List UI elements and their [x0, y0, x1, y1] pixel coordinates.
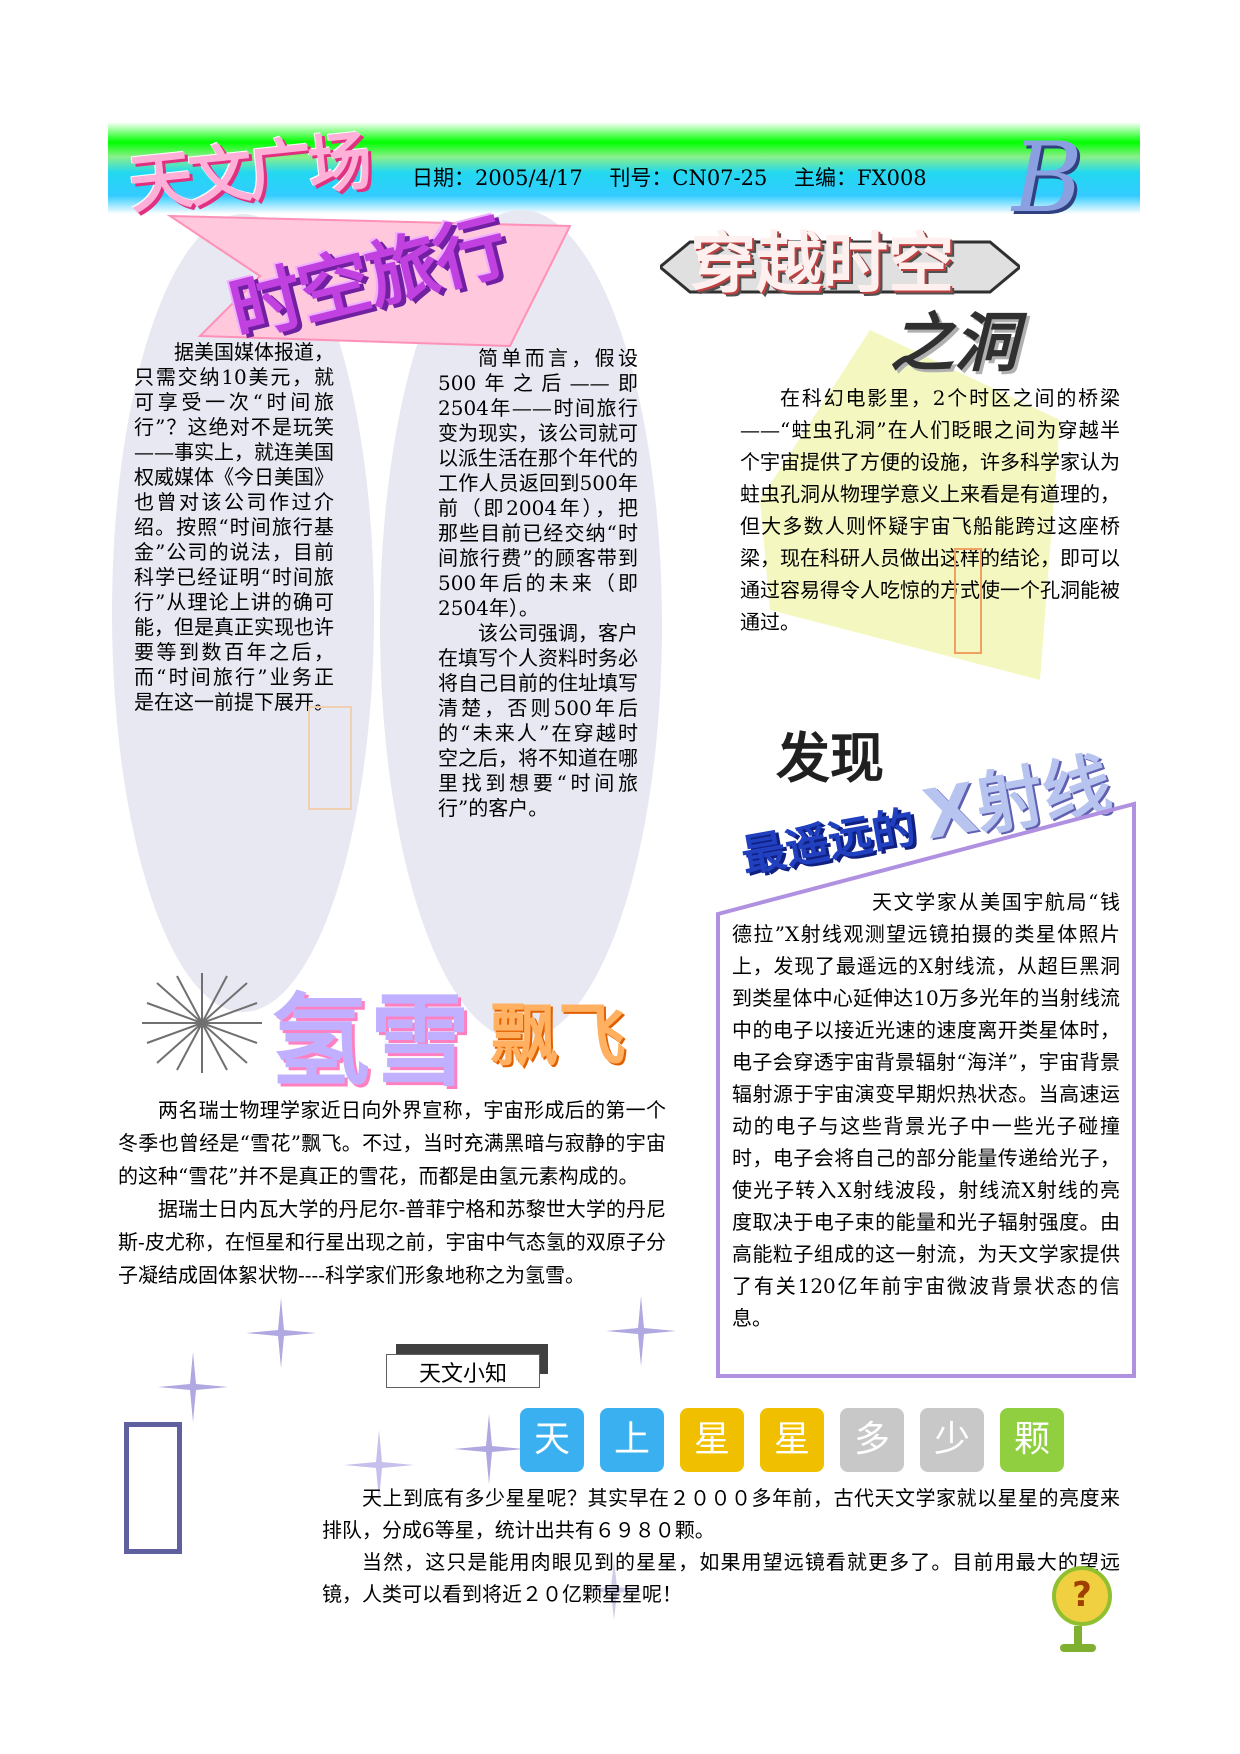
- sparkle-star-icon: [606, 1296, 676, 1366]
- star-title-char: 少: [920, 1408, 984, 1472]
- header-info: 日期：2005/4/17 刊号：CN07-25 主编：FX008: [412, 166, 927, 190]
- article4-title-side: 飘飞: [490, 997, 627, 1076]
- star-title-char: 星: [760, 1408, 824, 1472]
- yellow-shape: [760, 330, 1060, 680]
- sparkle-star-icon: [584, 1560, 644, 1620]
- oval-left: [112, 214, 374, 1012]
- question-base-icon: [1060, 1644, 1096, 1652]
- article3-body: 天文学家从美国宇航局“钱德拉”X射线观测望远镜拍摄的类星体照片上，发现了最遥远的…: [732, 890, 1120, 1330]
- pink-ribbon-shape: [166, 214, 572, 348]
- star-title-row: 天 上 星 星 多 少 颗: [520, 1408, 1064, 1478]
- question-mark-glyph: ?: [1072, 1575, 1092, 1615]
- question-stand-icon: [1074, 1626, 1082, 1646]
- article4-body: 两名瑞士物理学家近日向外界宣称，宇宙形成后的第一个冬季也曾经是“雪花”飘飞。不过…: [118, 1098, 666, 1287]
- article2-title-line2: 之洞: [890, 307, 1018, 381]
- article5-body: 天上到底有多少星星呢？其实早在２０００多年前，古代天文学家就以星星的亮度来排队，…: [322, 1486, 1120, 1606]
- oval-middle: [380, 210, 662, 1040]
- article1-column1: 据美国媒体报道，只需交纳10美元，就可享受一次“时间旅行”？这绝对不是玩笑——事…: [134, 340, 334, 714]
- burst-icon: [142, 973, 262, 1073]
- question-mark-icon: ?: [1052, 1566, 1112, 1626]
- sparkle-star-icon: [454, 1414, 524, 1484]
- star-title-char: 颗: [1000, 1408, 1064, 1472]
- header-gradient-bar: [108, 122, 1140, 214]
- star-title-char: 多: [840, 1408, 904, 1472]
- star-title-char: 星: [680, 1408, 744, 1472]
- decorative-frame-icon: [124, 1422, 182, 1554]
- star-title-char: 上: [600, 1408, 664, 1472]
- sparkle-star-icon: [246, 1298, 316, 1368]
- article2-title-line1: 穿越时空: [690, 225, 954, 302]
- decorative-bracket-icon: [308, 706, 352, 810]
- article3-title-top: 发现: [776, 727, 884, 790]
- star-title-char: 天: [520, 1408, 584, 1472]
- issue-letter: B: [1012, 122, 1083, 234]
- xray-frame: [716, 801, 1136, 1378]
- sparkle-star-icon: [344, 1430, 414, 1500]
- decorative-bracket-icon: [954, 548, 982, 654]
- knowledge-label-text: 天文小知: [418, 1362, 507, 1387]
- sparkle-star-icon: [158, 1352, 228, 1422]
- knowledge-label: 天文小知: [386, 1354, 540, 1388]
- article1-column2: 简单而言，假设500年之后——即2504年——时间旅行变为现实，该公司就可以派生…: [438, 346, 638, 820]
- article2-body: 在科幻电影里，2个时区之间的桥梁——“蛀虫孔洞”在人们眨眼之间为穿越半个宇宙提供…: [740, 386, 1120, 634]
- article4-title-main: 氢雪: [270, 983, 470, 1100]
- grey-diamond-banner: [660, 240, 1020, 294]
